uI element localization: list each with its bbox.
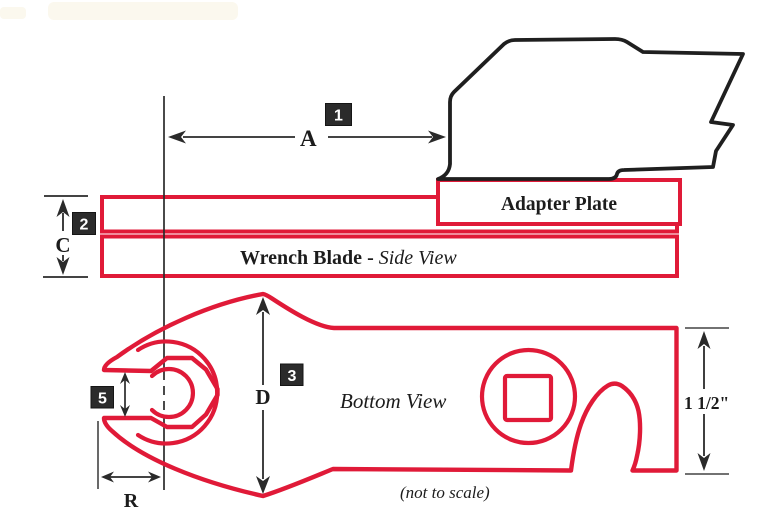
side-view-label-separator: -	[362, 247, 379, 269]
callout-3-box	[280, 363, 304, 386]
side-view-label-italic: Side View	[379, 247, 458, 269]
dim-d-label: D	[255, 385, 270, 409]
adapter-plate-shape	[436, 178, 682, 226]
callout-1-number: 1	[334, 108, 343, 125]
adapter-plate-label: Adapter Plate	[501, 194, 617, 215]
drive-hole-square	[502, 373, 554, 423]
head-boss-arc	[135, 339, 220, 446]
dimension-opening: 5	[90, 372, 130, 417]
drive-hole-circle	[479, 347, 578, 446]
not-to-scale-note: (not to scale)	[400, 483, 490, 502]
scan-artifact	[48, 2, 238, 20]
dim-c-label: C	[55, 233, 70, 257]
arrowhead-up-icon	[56, 199, 70, 217]
bottom-view-drawing: Bottom View (not to scale)	[101, 291, 679, 502]
arrowhead-up-icon	[256, 297, 270, 315]
arrowhead-down-icon	[697, 453, 711, 471]
opening-horseshoe	[149, 366, 196, 420]
arrowhead-right-icon	[148, 471, 161, 483]
callout-2-number: 2	[80, 217, 89, 234]
side-view-drawing: Adapter Plate Wrench Blade - Side View	[100, 178, 682, 278]
dimension-c: C 2	[43, 195, 96, 278]
callout-5-box	[90, 386, 114, 409]
arrowhead-down-icon	[256, 476, 270, 494]
arrowhead-down-icon	[120, 405, 130, 417]
machine-profile-outline	[436, 37, 745, 181]
callout-2-box	[72, 212, 96, 235]
dim-thickness-label: 1 1/2"	[684, 393, 729, 413]
arrowhead-left-icon	[101, 471, 114, 483]
arrowhead-left-icon	[168, 130, 186, 144]
arrowhead-up-icon	[697, 331, 711, 349]
dimension-d: D 3	[255, 297, 304, 494]
dimension-a: A 1	[168, 103, 446, 151]
dim-a-label: A	[300, 126, 317, 151]
arrowhead-up-icon	[120, 372, 130, 384]
dim-r-label: R	[124, 490, 139, 512]
callout-5-number: 5	[98, 391, 107, 408]
arrowhead-down-icon	[56, 257, 70, 275]
bottom-view-label: Bottom View	[340, 389, 446, 413]
bottom-view-outline	[101, 291, 679, 499]
dimension-r: R	[97, 421, 161, 512]
arrowhead-right-icon	[428, 130, 446, 144]
side-view-label-bold: Wrench Blade	[240, 247, 362, 269]
side-view-blade-lower	[100, 234, 679, 278]
side-view-label: Wrench Blade - Side View	[240, 247, 457, 269]
dimension-thickness: 1 1/2"	[684, 327, 729, 475]
scan-artifact	[0, 7, 26, 19]
callout-3-number: 3	[288, 368, 297, 385]
callout-1-box	[325, 103, 352, 126]
